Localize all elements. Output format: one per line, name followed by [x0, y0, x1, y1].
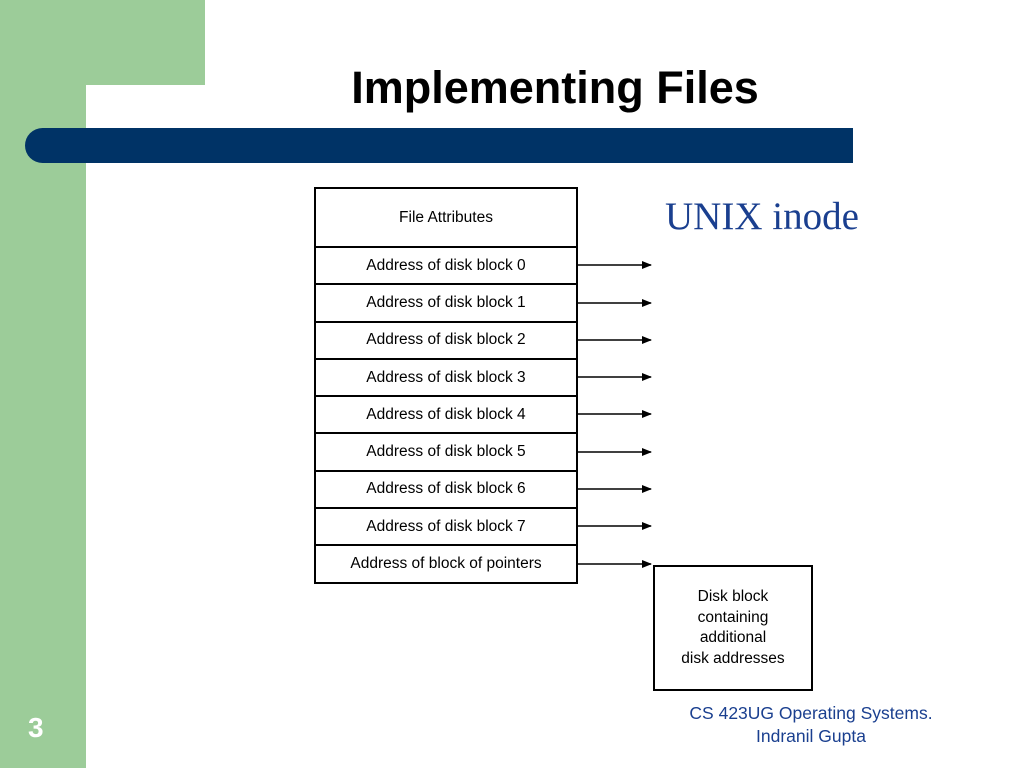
- diagram-label: UNIX inode: [665, 195, 859, 238]
- inode-entry: Address of disk block 3: [316, 357, 576, 395]
- inode-table: File Attributes Address of disk block 0 …: [314, 187, 578, 584]
- inode-entry: Address of disk block 4: [316, 395, 576, 432]
- inode-entry-indirect: Address of block of pointers: [316, 544, 576, 581]
- disk-block-line: Disk block: [697, 588, 769, 605]
- footer-author: Indranil Gupta: [756, 726, 866, 746]
- disk-block-line: containing: [697, 608, 769, 626]
- slide-number: 3: [28, 712, 44, 743]
- inode-entry: Address of disk block 1: [316, 283, 576, 320]
- inode-entry: Address of disk block 5: [316, 432, 576, 469]
- footer-credit: CS 423UG Operating Systems. Indranil Gup…: [660, 702, 962, 748]
- inode-entry: Address of disk block 0: [316, 246, 576, 283]
- title-underline-bar: [25, 128, 853, 163]
- slide-title: Implementing Files: [351, 62, 759, 113]
- inode-header-cell: File Attributes: [399, 208, 493, 226]
- inode-entry: Address of disk block 6: [316, 469, 576, 507]
- footer-course: CS 423UG Operating Systems.: [689, 703, 933, 723]
- disk-block-line: disk addresses: [681, 649, 785, 667]
- inode-entry: Address of disk block 7: [316, 507, 576, 544]
- disk-block-line: additional: [699, 629, 767, 646]
- inode-entry: Address of disk block 2: [316, 320, 576, 358]
- indirect-disk-block: Disk block containing additional disk ad…: [653, 565, 813, 691]
